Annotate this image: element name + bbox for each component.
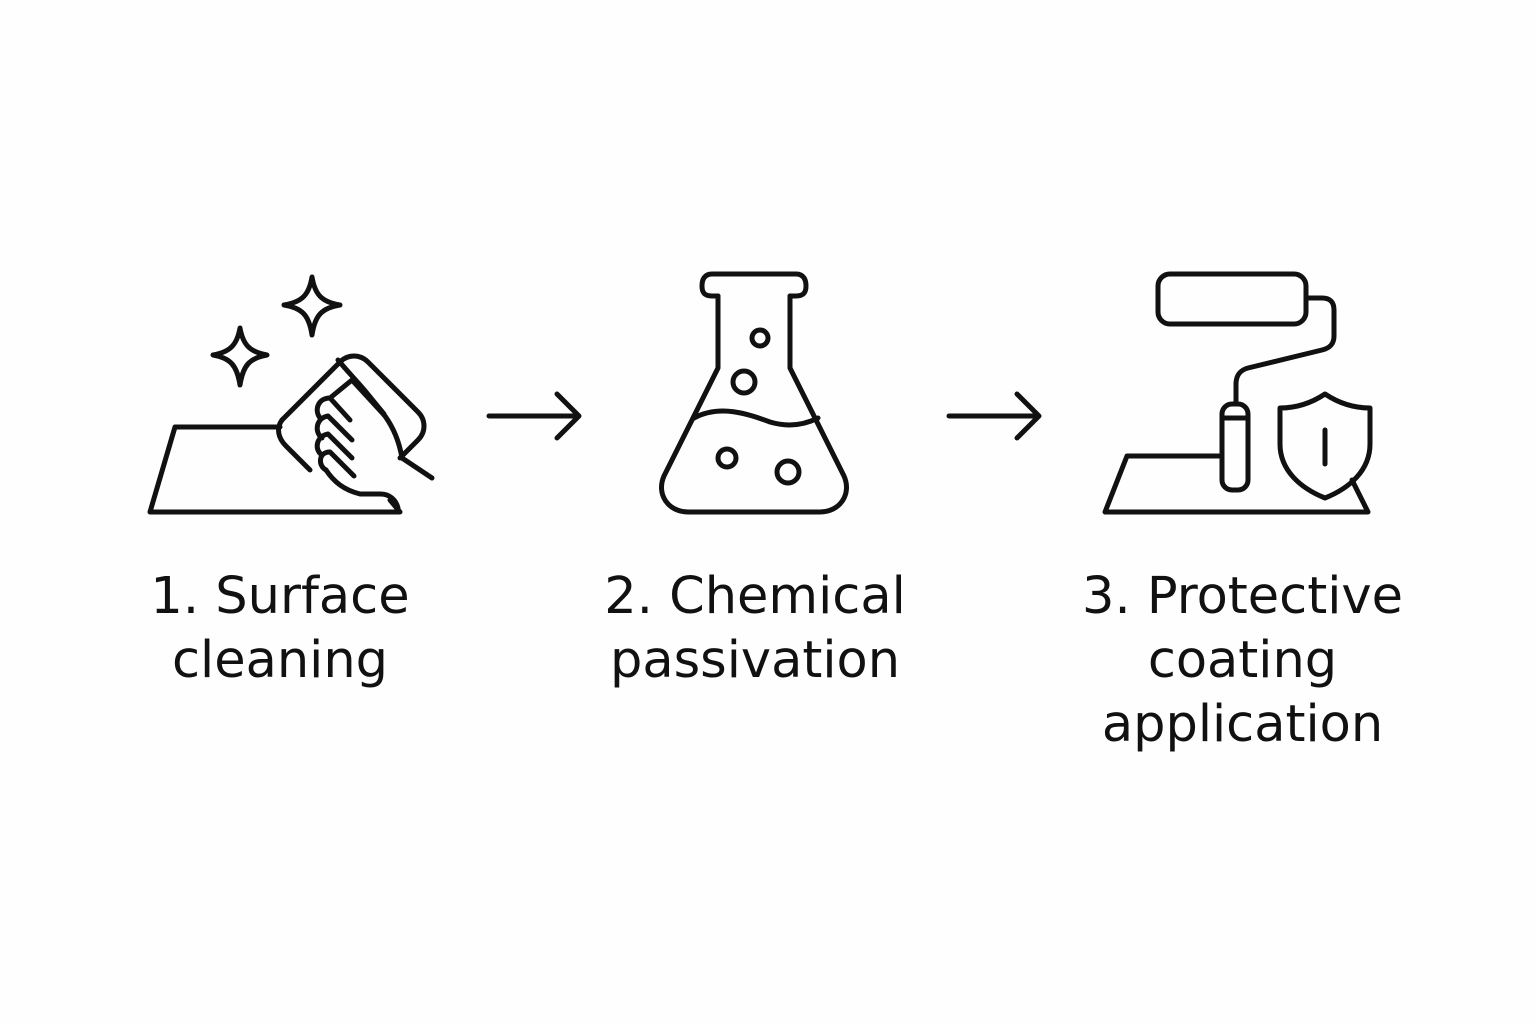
step-label-chemical-passivation: 2. Chemical passivation [590,565,920,693]
step-label-line: coating [1147,631,1338,690]
arrow-right-icon [485,390,585,442]
step-label-line: cleaning [171,631,389,690]
step-label-line: 3. Protective [1082,567,1403,626]
step-label-surface-cleaning: 1. Surface cleaning [130,565,430,693]
step-label-line: 1. Surface [150,567,410,626]
step-label-line: 2. Chemical [604,567,906,626]
step-label-line: passivation [609,631,901,690]
hand-wiping-surface-icon [140,265,450,525]
flask-icon [650,265,860,525]
step-label-line: application [1101,695,1384,754]
paint-roller-shield-icon [1095,260,1385,525]
step-label-protective-coating-application: 3. Protective coating application [1070,565,1415,757]
arrow-right-icon [945,390,1045,442]
